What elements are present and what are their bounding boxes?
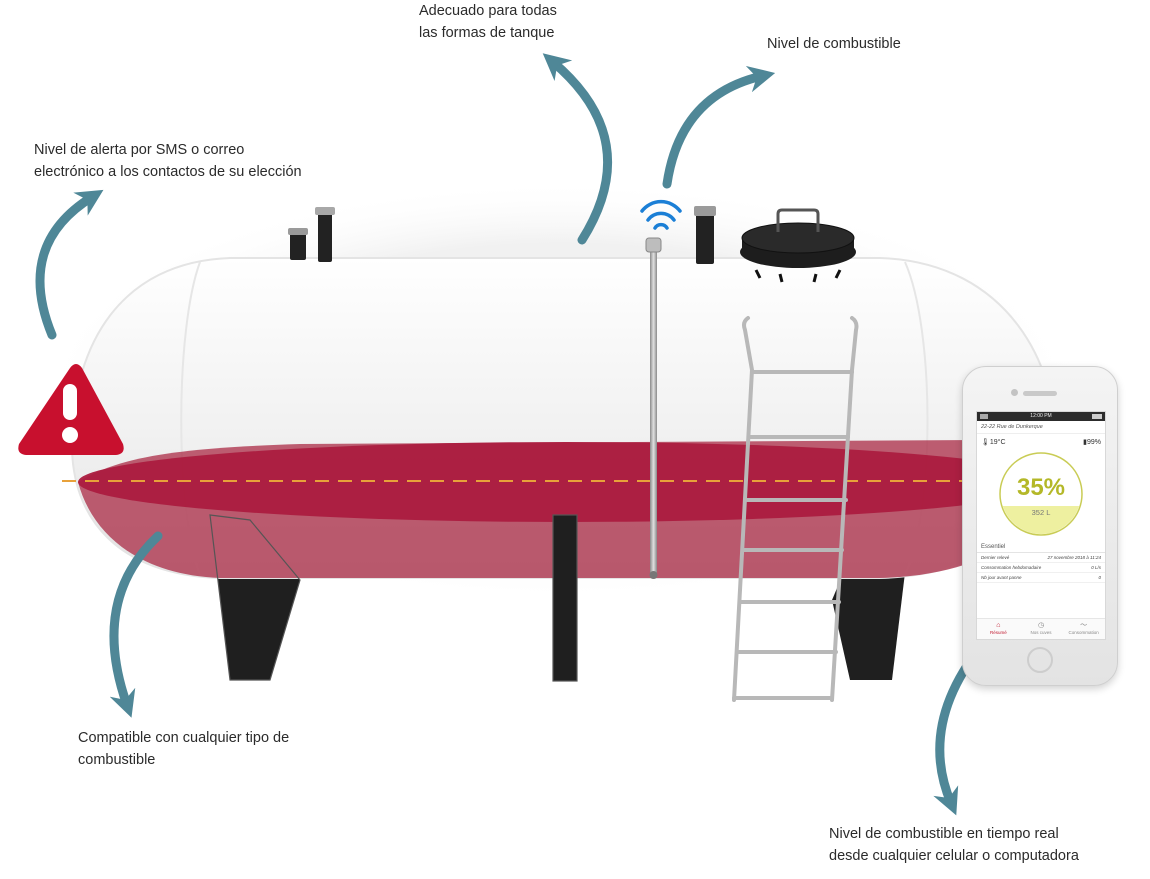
info-value: 0 L/s [1091, 565, 1101, 570]
callout-compatible: Compatible con cualquier tipo de combust… [78, 727, 289, 771]
callout-line: Nivel de alerta por SMS o correo [34, 142, 245, 158]
gauge-ring [999, 452, 1083, 536]
status-bar: 12:00 PM [977, 412, 1105, 421]
info-value: 27 novembre 2018 à 11:24 [1047, 555, 1101, 560]
phone-screen: 12:00 PM 22-22 Rue de Dunkerque 🌡19°C ▮9… [976, 411, 1106, 640]
trend-icon: 〜 [1080, 622, 1088, 629]
fuel-gauge: 35% 352 L [997, 450, 1085, 538]
wifi-icon [640, 199, 682, 230]
vent-pipe [290, 232, 306, 260]
callout-fuel-level: Nivel de combustible [767, 33, 901, 55]
callout-sms-alert: Nivel de alerta por SMS o correo electró… [34, 139, 302, 183]
tank-address[interactable]: 22-22 Rue de Dunkerque [977, 421, 1105, 434]
vent-pipe [696, 212, 714, 264]
battery-icon [1092, 414, 1102, 419]
camera-icon [1011, 389, 1018, 396]
arrow-compatible [109, 531, 163, 718]
callout-tank-shapes: Adecuado para todas las formas de tanque [419, 0, 557, 44]
temperature-value: 19°C [989, 439, 1006, 446]
info-label: Dernier relevé [981, 555, 1010, 560]
home-icon: ⌂ [996, 622, 1001, 629]
temperature-readout: 🌡19°C [981, 438, 1006, 446]
sensor-pole [650, 248, 657, 573]
callout-realtime: Nivel de combustible en tiempo real desd… [829, 823, 1079, 867]
info-row: Consommation hebdomadaire 0 L/s [977, 563, 1105, 573]
battery-value: 99% [1086, 439, 1101, 446]
callout-line: las formas de tanque [419, 25, 555, 41]
arrow-fuel-level [662, 65, 776, 189]
tab-label: Consommation [1068, 630, 1099, 635]
info-label: Consommation hebdomadaire [981, 565, 1042, 570]
callout-line: Nivel de combustible [767, 36, 901, 52]
clock-icon: ◷ [1037, 622, 1045, 629]
callout-line: Nivel de combustible en tiempo real [829, 826, 1059, 842]
section-title: Essentiel [977, 538, 1105, 553]
battery-readout: ▮99% [1083, 438, 1101, 446]
callout-line: electrónico a los contactos de su elecci… [34, 164, 302, 180]
home-button[interactable] [1027, 647, 1053, 673]
fill-percentage: 35% [1016, 474, 1066, 501]
callout-line: desde cualquier celular o computadora [829, 848, 1079, 864]
tab-rsum[interactable]: ⌂Résumé [977, 619, 1020, 639]
info-value: 0 [1098, 575, 1101, 580]
smartphone: 12:00 PM 22-22 Rue de Dunkerque 🌡19°C ▮9… [962, 366, 1118, 686]
tank-leg [553, 515, 577, 681]
status-time: 12:00 PM [1030, 413, 1052, 419]
ladder [732, 316, 859, 702]
info-row: Dernier relevé 27 novembre 2018 à 11:24 [977, 553, 1105, 563]
fill-liters: 352 L [1031, 508, 1051, 517]
tab-bar: ⌂Résumé◷Nos cuves〜Consommation [977, 618, 1105, 639]
info-label: Nb jour avant panne [981, 575, 1022, 580]
vent-pipe [318, 212, 332, 262]
arrow-sms-alert [35, 189, 104, 340]
callout-line: Compatible con cualquier tipo de [78, 730, 290, 746]
thermometer-icon: 🌡 [981, 439, 990, 446]
tab-consommation[interactable]: 〜Consommation [1062, 619, 1105, 639]
signal-icon [980, 414, 988, 419]
callout-line: Adecuado para todas [419, 3, 557, 19]
alert-warning-icon [18, 364, 124, 455]
battery-small-icon: ▮ [1083, 439, 1087, 446]
tab-noscuves[interactable]: ◷Nos cuves [1020, 619, 1063, 639]
arrow-tank-shapes [542, 53, 613, 245]
callout-line: combustible [78, 752, 156, 768]
tab-label: Nos cuves [1030, 630, 1052, 635]
tab-label: Résumé [989, 630, 1007, 635]
speaker-grille [1023, 391, 1057, 396]
info-row: Nb jour avant panne 0 [977, 573, 1105, 583]
readings-row: 🌡19°C ▮99% [977, 434, 1105, 446]
